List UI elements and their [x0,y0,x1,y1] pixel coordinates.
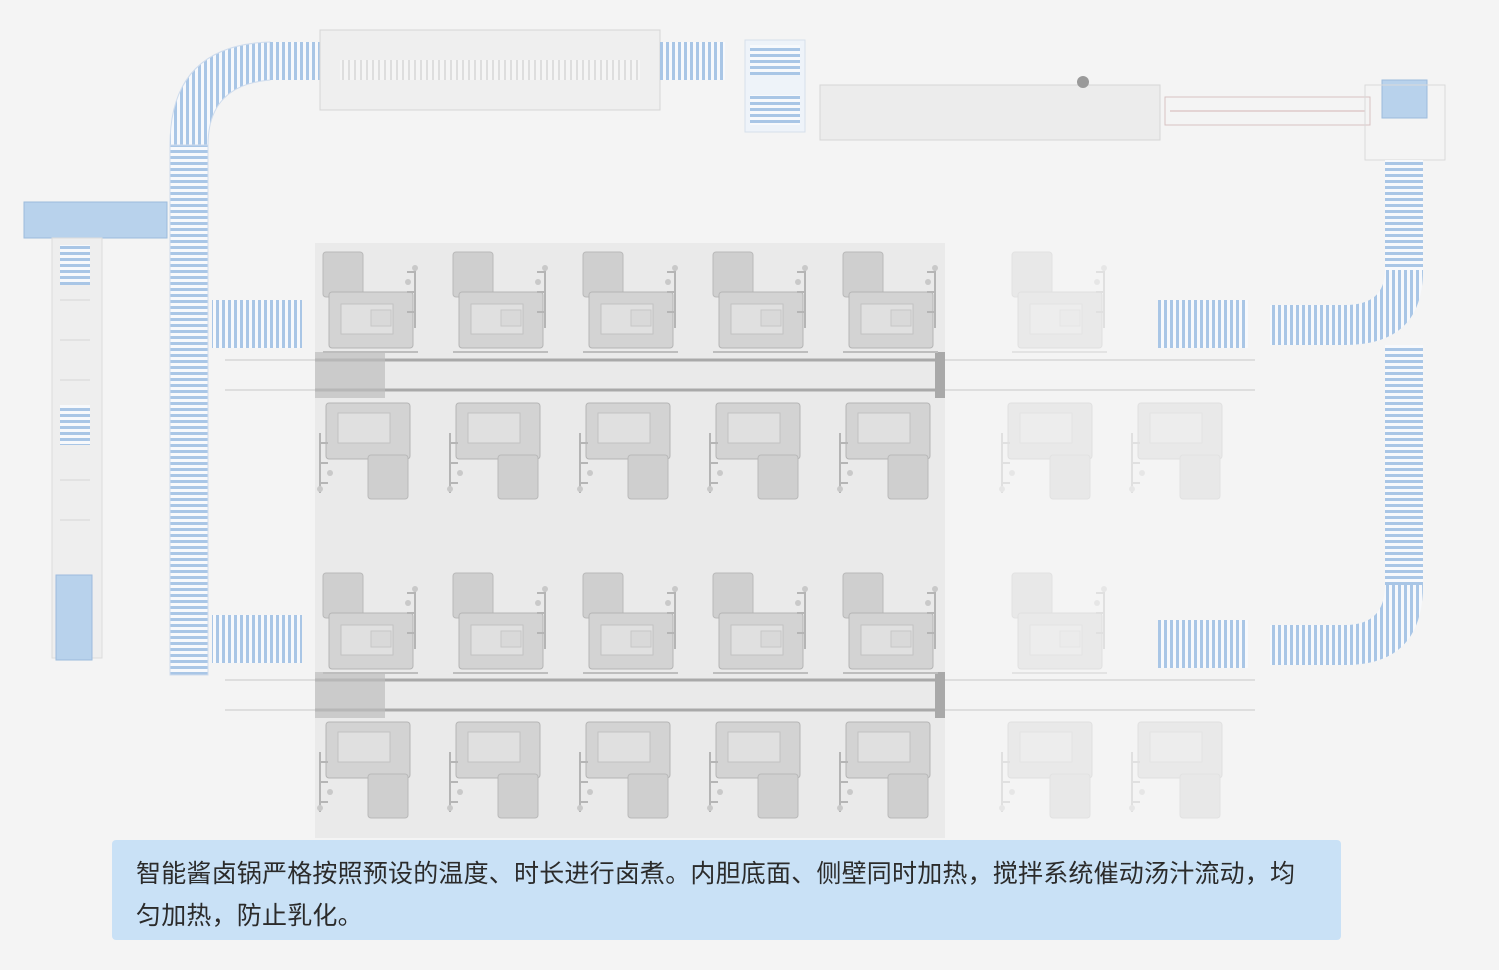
left-vertical-conveyor [169,41,271,676]
right-vertical-conveyor [1270,160,1423,665]
side-stubs [212,300,1248,668]
top-conveyor [270,29,1446,161]
caption-text: 智能酱卤锅严格按照预设的温度、时长进行卤煮。内胆底面、侧壁同时加热，搅拌系统催动… [136,859,1296,930]
left-feeder-line [23,201,168,661]
caption-box: 智能酱卤锅严格按照预设的温度、时长进行卤煮。内胆底面、侧壁同时加热，搅拌系统催动… [112,840,1341,940]
transfer-rails [315,358,940,712]
